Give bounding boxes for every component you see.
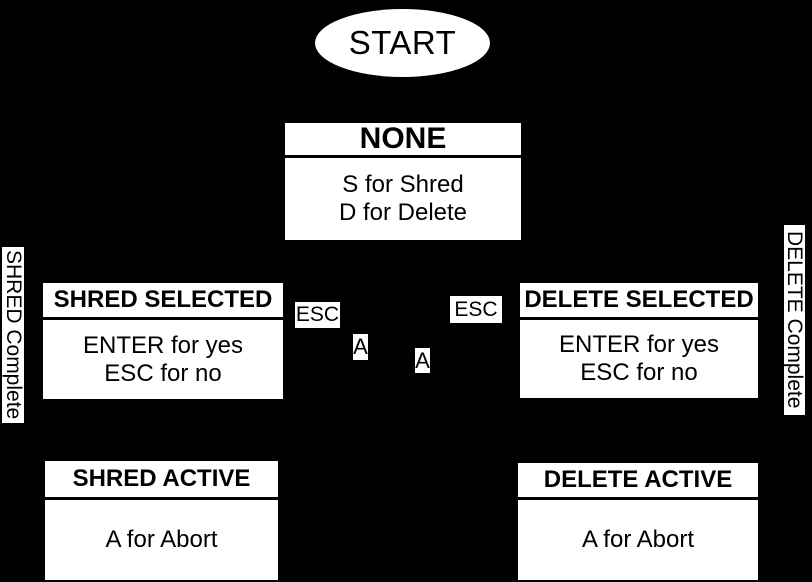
state-shred-selected-title: SHRED SELECTED (43, 283, 283, 320)
state-delete-selected-line2: ESC for no (580, 359, 698, 386)
state-none-line1: S for Shred (342, 171, 464, 198)
state-none: NONE S for Shred D for Delete (285, 122, 521, 240)
state-shred-selected-body: ENTER for yes ESC for no (43, 320, 283, 399)
state-none-title: NONE (285, 122, 521, 158)
edge-label-a-left: A (353, 334, 368, 360)
state-none-line2: D for Delete (338, 199, 468, 226)
state-shred-selected: SHRED SELECTED ENTER for yes ESC for no (43, 283, 283, 399)
state-delete-active-body: A for Abort (518, 500, 758, 580)
state-delete-selected: DELETE SELECTED ENTER for yes ESC for no (520, 283, 758, 398)
state-delete-active-line1: A for Abort (581, 526, 695, 553)
state-delete-selected-title: DELETE SELECTED (520, 283, 758, 320)
state-none-body: S for Shred D for Delete (285, 158, 521, 240)
state-start: START (315, 9, 490, 77)
state-shred-active-line1: A for Abort (105, 526, 218, 553)
state-start-label: START (348, 24, 457, 61)
state-delete-selected-body: ENTER for yes ESC for no (520, 320, 758, 398)
edge-label-esc-right: ESC (450, 296, 502, 323)
state-shred-active: SHRED ACTIVE A for Abort (45, 461, 278, 580)
state-shred-selected-line1: ENTER for yes (82, 331, 244, 359)
edge-label-shred-complete: SHRED Complete (2, 247, 25, 423)
edge-label-delete-complete: DELETE Complete (783, 225, 806, 415)
state-shred-active-title: SHRED ACTIVE (45, 461, 278, 500)
edge-label-a-right: A (415, 347, 430, 373)
state-shred-active-body: A for Abort (45, 500, 278, 580)
edge-label-esc-left: ESC (295, 302, 340, 328)
state-shred-selected-line2: ESC for no (104, 359, 222, 387)
state-delete-active: DELETE ACTIVE A for Abort (518, 463, 758, 580)
state-delete-active-title: DELETE ACTIVE (518, 463, 758, 500)
state-delete-selected-line1: ENTER for yes (558, 331, 720, 358)
